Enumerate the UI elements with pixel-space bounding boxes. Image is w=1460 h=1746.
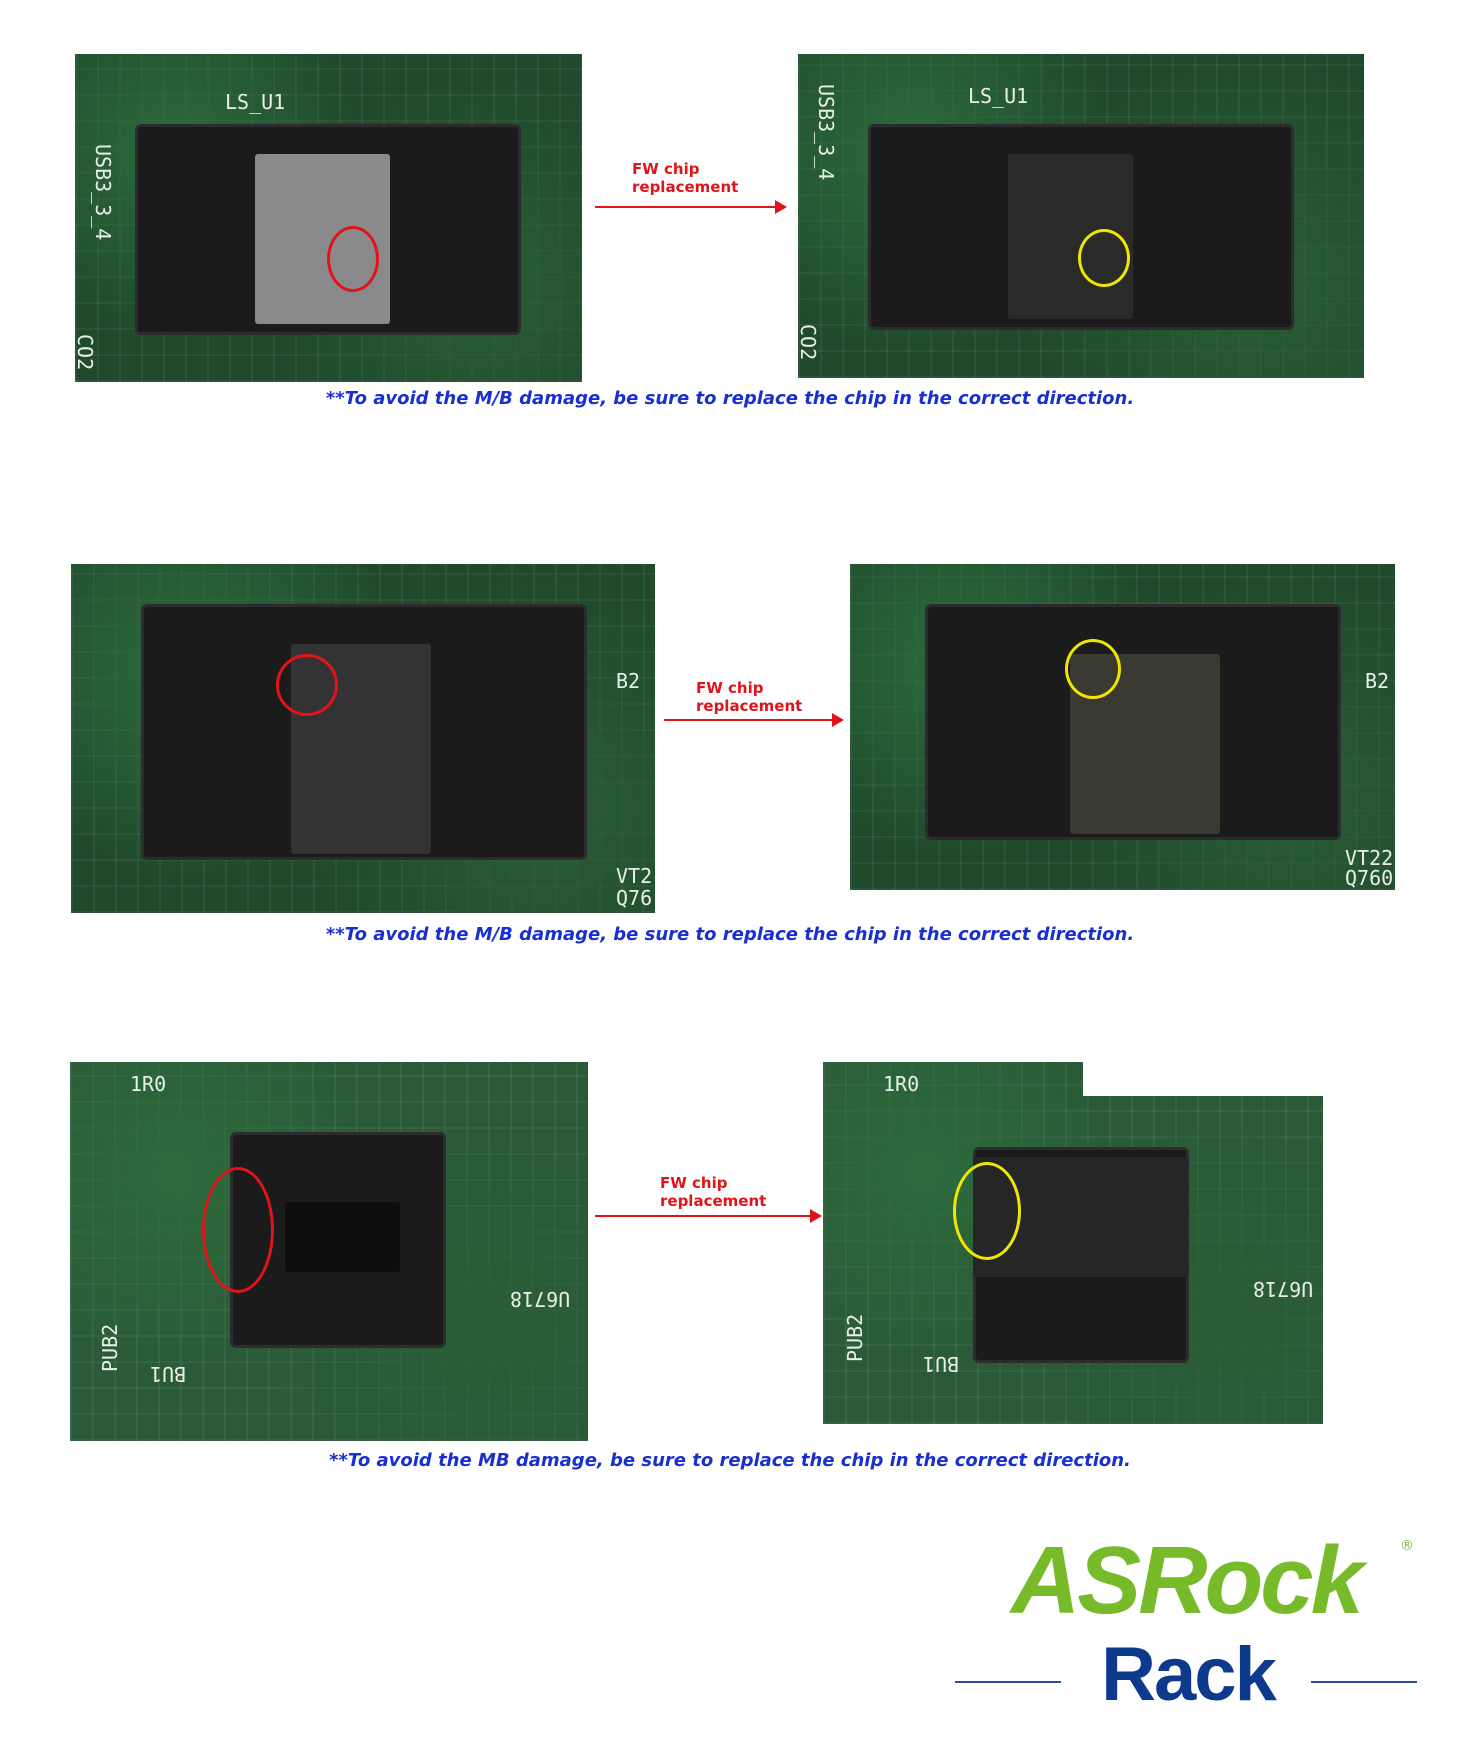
silkscreen-label: VT2 <box>616 864 653 888</box>
photo-before-2: B2 VT2 Q76 <box>71 564 655 913</box>
silkscreen-label: B2 <box>1365 669 1390 693</box>
rack-logo: Rack <box>1101 1632 1277 1717</box>
photo-before-3: 1R0 PUB2 BU1 U6718 <box>70 1062 588 1441</box>
silkscreen-label: CO2 <box>75 334 97 371</box>
logo-divider-left <box>955 1681 1061 1683</box>
arrow-right-icon <box>595 200 787 214</box>
silkscreen-label: B2 <box>616 669 641 693</box>
photo-after-2: B2 VT22 Q760 <box>850 564 1395 890</box>
silkscreen-label: LS_U1 <box>968 84 1029 108</box>
label-line: FW chip <box>696 679 764 697</box>
orientation-marker-red <box>276 654 338 716</box>
silkscreen-label: USB3_3_4 <box>814 84 838 181</box>
asrock-logo: ASRock <box>1010 1527 1364 1634</box>
silkscreen-label: Q76 <box>616 886 653 910</box>
photo-after-1: LS_U1 USB3_3_4 CO2 <box>798 54 1364 378</box>
label-line: FW chip <box>660 1174 728 1192</box>
label-line: FW chip <box>632 160 700 178</box>
logo-divider-right <box>1311 1681 1417 1683</box>
silkscreen-label: 1R0 <box>883 1072 920 1096</box>
silkscreen-label: Q760 <box>1345 866 1394 890</box>
silkscreen-label: U6718 <box>510 1287 571 1311</box>
label-line: replacement <box>696 697 803 715</box>
silkscreen-label: PUB2 <box>843 1313 867 1362</box>
warning-caption: **To avoid the M/B damage, be sure to re… <box>325 924 1135 945</box>
silkscreen-label: PUB2 <box>98 1323 122 1372</box>
empty-dip-cavity <box>285 1202 400 1272</box>
silkscreen-label: 1R0 <box>130 1072 167 1096</box>
white-corner <box>1083 1062 1323 1096</box>
silkscreen-label: USB3_3_4 <box>91 144 115 241</box>
arrow-right-icon <box>595 1209 822 1223</box>
photo-before-1: LS_U1 USB3_3_4 CO2 <box>75 54 582 382</box>
orientation-marker-red <box>327 226 379 292</box>
warning-caption: **To avoid the MB damage, be sure to rep… <box>329 1450 1131 1471</box>
orientation-marker-yellow <box>1065 639 1121 699</box>
arrow-right-icon <box>664 713 844 727</box>
orientation-marker-yellow <box>1078 229 1130 287</box>
label-line: replacement <box>660 1192 767 1210</box>
warning-caption: **To avoid the M/B damage, be sure to re… <box>325 388 1135 409</box>
registered-mark: ® <box>1400 1538 1414 1554</box>
silkscreen-label: BU1 <box>923 1352 960 1376</box>
silkscreen-label: BU1 <box>150 1362 187 1386</box>
photo-after-3: 1R0 PUB2 BU1 U6718 <box>823 1062 1323 1424</box>
silkscreen-label: LS_U1 <box>225 90 286 114</box>
silkscreen-label: U6718 <box>1253 1277 1314 1301</box>
orientation-marker-red <box>202 1167 274 1293</box>
label-line: replacement <box>632 178 739 196</box>
orientation-marker-yellow <box>953 1162 1021 1260</box>
silkscreen-label: VT22 <box>1345 846 1394 870</box>
silkscreen-label: CO2 <box>798 324 820 361</box>
